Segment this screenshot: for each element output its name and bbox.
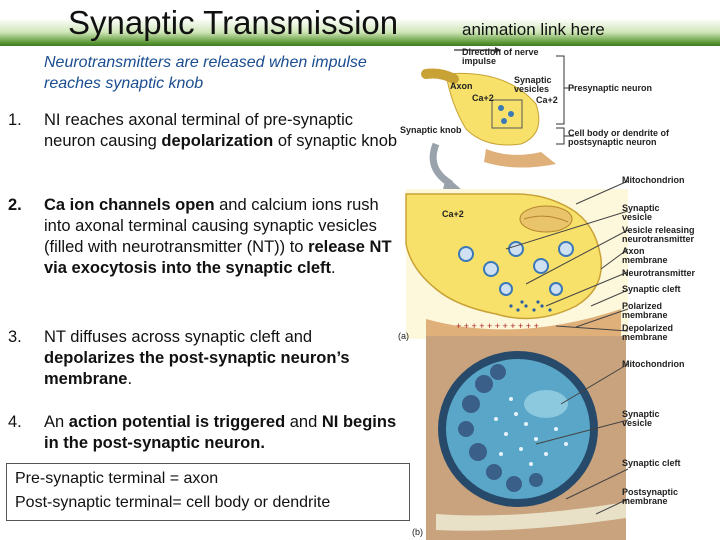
svg-text:+ + + + + + + + + + +: + + + + + + + + + + + bbox=[456, 321, 539, 331]
label-synaptic-cleft-b: Synaptic cleft bbox=[622, 458, 681, 468]
step-number: 3. bbox=[8, 328, 22, 346]
label-pointers bbox=[505, 180, 629, 515]
label-axon-membrane: Axon membrane bbox=[622, 246, 668, 265]
step-number: 1. bbox=[8, 111, 22, 129]
intro-text: Neurotransmitters are released when impu… bbox=[44, 54, 367, 92]
label-postsynaptic-membrane: Postsynaptic membrane bbox=[622, 487, 679, 506]
page-title: Synaptic Transmission bbox=[68, 4, 399, 41]
step-text: NT diffuses across synaptic cleft and bbox=[44, 328, 313, 346]
step-text: and calcium ions rush into axonal termin… bbox=[44, 196, 379, 256]
label-synaptic-vesicle-b: Synaptic vesicle bbox=[622, 409, 660, 428]
label-presynaptic-neuron: Presynaptic neuron bbox=[568, 83, 653, 93]
synapse-overview bbox=[421, 47, 556, 168]
synapse-illustration: + + + + + + + + + + + bbox=[405, 47, 629, 540]
label-synaptic-knob: Synaptic knob bbox=[400, 125, 462, 135]
title-bar bbox=[0, 0, 720, 46]
step-4: 4. An action potential is triggered and … bbox=[8, 412, 408, 454]
label-ca-1: Ca+2 bbox=[472, 93, 494, 103]
summary-line-2: Post-synaptic terminal= cell body or den… bbox=[15, 494, 331, 511]
step-emphasis: Ca ion channels open bbox=[44, 196, 215, 214]
step-2: 2. Ca ion channels open and calcium ions… bbox=[8, 195, 408, 279]
step-emphasis: action potential is triggered bbox=[68, 413, 286, 431]
step-emphasis: depolarization bbox=[161, 132, 274, 150]
step-emphasis: depolarizes the post-synaptic neuron’s m… bbox=[44, 349, 350, 388]
label-vesicle-releasing: Vesicle releasing neurotransmitter bbox=[622, 225, 695, 244]
step-3: 3. NT diffuses across synaptic cleft and… bbox=[8, 327, 408, 390]
micrograph bbox=[426, 336, 626, 540]
label-synaptic-cleft: Synaptic cleft bbox=[622, 284, 681, 294]
label-polarized: Polarized membrane bbox=[622, 301, 668, 320]
step-text: and bbox=[285, 413, 322, 431]
label-cell-body: Cell body or dendrite of postsynaptic ne… bbox=[568, 128, 670, 147]
step-text: NI reaches axonal terminal of pre-synapt… bbox=[44, 111, 354, 150]
step-text: An bbox=[44, 413, 69, 431]
label-direction: Direction of nerve impulse bbox=[462, 47, 539, 66]
summary-line-1: Pre-synaptic terminal = axon bbox=[15, 470, 219, 487]
animation-link[interactable]: animation link here bbox=[462, 20, 605, 39]
step-text: . bbox=[127, 370, 133, 388]
label-panel-a: (a) bbox=[398, 331, 409, 341]
label-neurotransmitter: Neurotransmitter bbox=[622, 268, 696, 278]
synapse-figure: + + + + + + + + + + + bbox=[396, 44, 720, 540]
step-emphasis: NI begins in the post-synaptic neuron. bbox=[44, 413, 397, 452]
summary-box: Pre-synaptic terminal = axon Post-synapt… bbox=[6, 463, 410, 521]
label-ca-3: Ca+2 bbox=[442, 209, 464, 219]
label-panel-b: (b) bbox=[412, 527, 423, 537]
step-number: 2. bbox=[8, 196, 22, 214]
step-text: of synaptic knob bbox=[273, 132, 398, 150]
step-number: 4. bbox=[8, 413, 22, 431]
label-mitochondrion-b: Mitochondrion bbox=[622, 359, 685, 369]
synaptic-knob-enlarged: + + + + + + + + + + + bbox=[405, 189, 628, 339]
label-mitochondrion-a: Mitochondrion bbox=[622, 175, 685, 185]
label-depolarized: Depolarized membrane bbox=[622, 323, 674, 342]
label-ca-2: Ca+2 bbox=[536, 95, 558, 105]
label-synaptic-vesicles: Synaptic vesicles bbox=[514, 75, 552, 94]
step-emphasis: release NT via exocytosis into the synap… bbox=[44, 238, 392, 277]
label-synaptic-vesicle: Synaptic vesicle bbox=[622, 203, 660, 222]
step-text: . bbox=[331, 259, 336, 277]
step-1: 1. NI reaches axonal terminal of pre-syn… bbox=[8, 110, 408, 152]
label-axon: Axon bbox=[450, 81, 473, 91]
